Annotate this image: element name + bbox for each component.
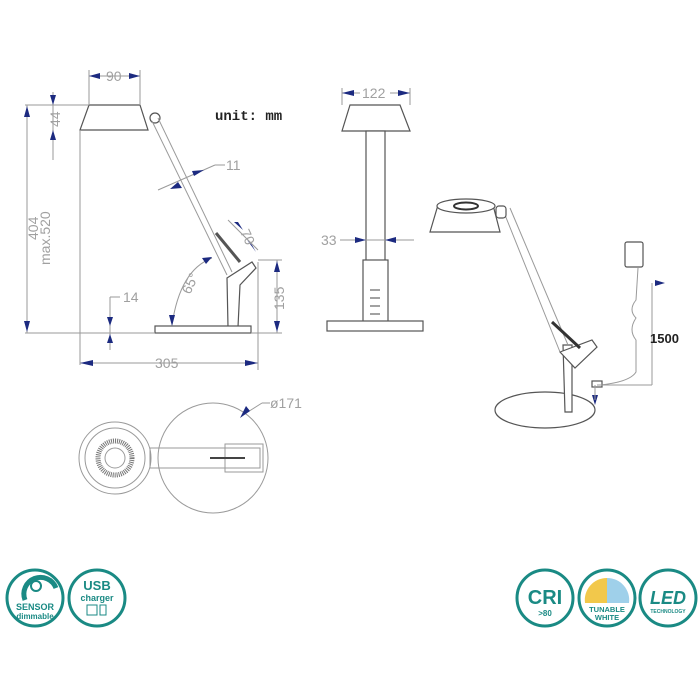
dim-pole-width: 33 xyxy=(321,232,337,248)
svg-text:USB: USB xyxy=(83,578,110,593)
plug-icon xyxy=(591,380,603,388)
badge-cri: CRI >80 xyxy=(515,568,575,628)
badge-tunable-white: TUNABLE WHITE xyxy=(577,568,637,628)
side-view: 90 44 404 max.520 11 70 65° 14 135 305 xyxy=(24,68,287,371)
unit-label: unit: mm xyxy=(215,109,282,125)
top-base-circle xyxy=(157,402,269,514)
dim-angle: 65° xyxy=(178,270,201,296)
front-base xyxy=(326,320,424,332)
dim-base-diameter: ø171 xyxy=(270,395,302,411)
warm-light-icon xyxy=(584,577,607,603)
top-shade-outer xyxy=(78,421,152,495)
front-stand xyxy=(362,259,389,323)
dim-height-max: max.520 xyxy=(37,211,53,265)
charger-icon xyxy=(86,604,98,616)
dim-base-height: 14 xyxy=(123,289,139,305)
dim-depth: 305 xyxy=(155,355,179,371)
svg-text:>80: >80 xyxy=(538,609,552,618)
svg-text:charger: charger xyxy=(80,593,114,603)
svg-text:TUNABLE: TUNABLE xyxy=(589,605,625,614)
dim-cable-length: 1500 xyxy=(650,331,679,346)
dim-arm-width: 11 xyxy=(226,157,241,173)
front-view: 122 33 xyxy=(321,85,424,332)
side-joint xyxy=(149,112,161,124)
top-view: ø171 xyxy=(78,395,302,514)
perspective-base xyxy=(494,391,596,429)
phone-icon xyxy=(99,604,107,616)
dim-height: 404 xyxy=(25,216,41,240)
dim-width-top: 90 xyxy=(106,68,122,84)
dim-upright-height: 135 xyxy=(271,286,287,310)
perspective-joint xyxy=(495,205,507,219)
dim-shade-height: 44 xyxy=(47,111,63,127)
side-shade xyxy=(79,104,149,131)
badge-usb-charger: USB charger xyxy=(67,568,127,628)
svg-text:dimmable: dimmable xyxy=(16,612,54,621)
touch-icon xyxy=(30,580,42,592)
badge-led: LED TECHNOLOGY xyxy=(638,568,698,628)
dim-head-length: 70 xyxy=(237,227,258,248)
top-arm xyxy=(149,447,261,469)
badge-sensor-dimmable: SENSOR dimmable xyxy=(5,568,65,628)
svg-text:WHITE: WHITE xyxy=(595,613,619,622)
svg-text:SENSOR: SENSOR xyxy=(16,602,55,612)
cool-light-icon xyxy=(607,577,630,603)
perspective-view: 1500 xyxy=(429,198,679,429)
power-adapter-icon xyxy=(624,241,644,268)
side-base xyxy=(154,325,252,334)
svg-text:LED: LED xyxy=(650,588,686,608)
dim-shade-width: 122 xyxy=(362,85,386,101)
svg-text:CRI: CRI xyxy=(528,587,562,609)
front-shade xyxy=(341,104,411,132)
svg-text:TECHNOLOGY: TECHNOLOGY xyxy=(650,609,686,615)
